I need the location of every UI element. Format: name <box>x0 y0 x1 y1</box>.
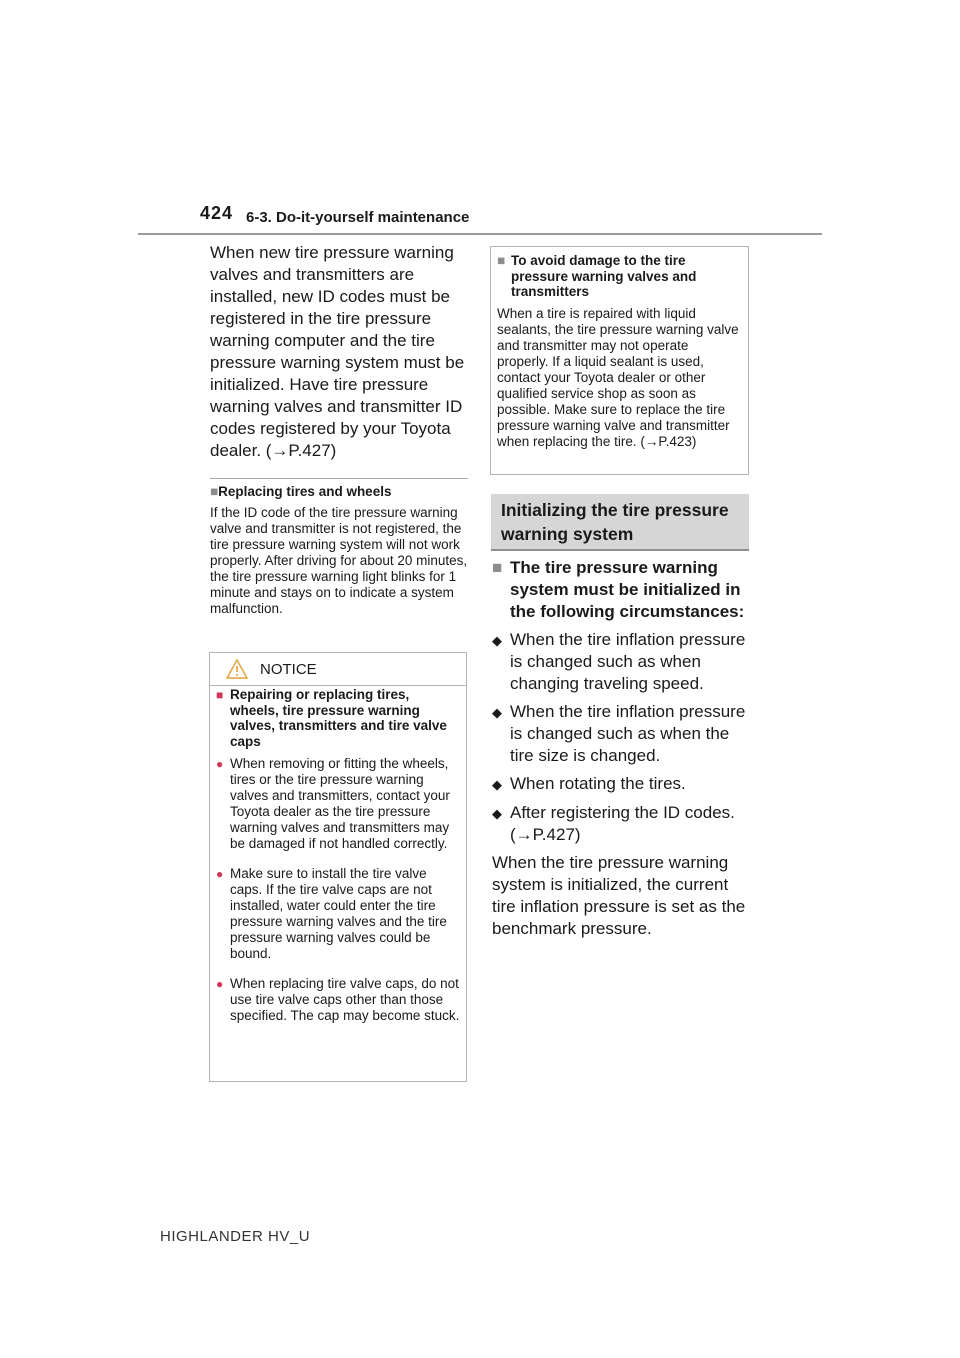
notice-body: ■ Repairing or replacing tires, wheels, … <box>216 687 460 1024</box>
notice-heading: ■ Repairing or replacing tires, wheels, … <box>216 687 460 749</box>
bullet-dot: ● <box>216 757 224 771</box>
square-marker: ■ <box>497 253 506 268</box>
notice-header: NOTICE <box>210 653 466 686</box>
condition-item-text: When rotating the tires. <box>510 774 686 793</box>
condition-item: ◆ When rotating the tires. <box>492 773 754 796</box>
condition-item: ◆ When the tire inflation pressure is ch… <box>492 629 754 695</box>
notice-item: ● When removing or fitting the wheels, t… <box>216 756 460 852</box>
square-marker: ■ <box>210 484 219 499</box>
notice-box: NOTICE ■ Repairing or replacing tires, w… <box>209 652 467 1082</box>
initializing-closing: When the tire pressure warning system is… <box>492 853 746 938</box>
condition-item-text: After registering the ID codes. (→P.427) <box>510 803 735 844</box>
warning-triangle-icon <box>226 659 248 679</box>
notice-item-text: Make sure to install the tire valve caps… <box>230 866 447 961</box>
condition-item: ◆ When the tire inflation pressure is ch… <box>492 701 754 767</box>
initializing-heading-text: Initializing the tire pressure warning s… <box>501 500 729 544</box>
page-number: 424 <box>200 203 234 223</box>
notice-title: Repairing or replacing tires, wheels, ti… <box>230 687 447 749</box>
initializing-content: ■ The tire pressure warning system must … <box>492 557 754 940</box>
replacing-tires-section: ■Replacing tires and wheels If the ID co… <box>210 484 468 617</box>
initializing-heading: Initializing the tire pressure warning s… <box>491 494 749 551</box>
intro-divider <box>210 478 468 479</box>
avoid-damage-content: ■ To avoid damage to the tire pressure w… <box>497 253 741 450</box>
replacing-body: If the ID code of the tire pressure warn… <box>210 504 468 616</box>
avoid-damage-box: ■ To avoid damage to the tire pressure w… <box>490 246 749 475</box>
replacing-title: Replacing tires and wheels <box>218 484 392 499</box>
footer-model: HIGHLANDER HV_U <box>160 1228 311 1245</box>
condition-item-text: When the tire inflation pressure is chan… <box>510 630 746 693</box>
diamond-bullet-icon: ◆ <box>492 705 502 720</box>
diamond-bullet-icon: ◆ <box>492 806 502 821</box>
avoid-heading: ■ To avoid damage to the tire pressure w… <box>497 253 741 300</box>
square-marker: ■ <box>492 558 503 577</box>
diamond-bullet-icon: ◆ <box>492 633 502 648</box>
diamond-bullet-icon: ◆ <box>492 777 502 792</box>
intro-paragraph: When new tire pressure warning valves an… <box>210 243 465 460</box>
bullet-dot: ● <box>216 867 224 881</box>
section-title: 6-3. Do-it-yourself maintenance <box>246 209 470 226</box>
condition-item-text: When the tire inflation pressure is chan… <box>510 702 746 765</box>
replacing-heading: ■Replacing tires and wheels <box>210 484 468 500</box>
condition-item: ◆ After registering the ID codes. (→P.42… <box>492 802 754 846</box>
condition-heading: ■ The tire pressure warning system must … <box>492 557 754 623</box>
notice-item-text: When replacing tire valve caps, do not u… <box>230 976 460 1023</box>
notice-item-text: When removing or fitting the wheels, tir… <box>230 756 450 851</box>
bullet-dot: ● <box>216 977 224 991</box>
notice-item: ● When replacing tire valve caps, do not… <box>216 976 460 1024</box>
notice-label: NOTICE <box>260 661 317 678</box>
avoid-body: When a tire is repaired with liquid seal… <box>497 305 739 449</box>
notice-item: ● Make sure to install the tire valve ca… <box>216 866 460 962</box>
condition-title: The tire pressure warning system must be… <box>510 558 745 621</box>
square-marker: ■ <box>216 688 224 702</box>
header-divider <box>138 233 822 235</box>
avoid-title: To avoid damage to the tire pressure war… <box>511 253 697 299</box>
